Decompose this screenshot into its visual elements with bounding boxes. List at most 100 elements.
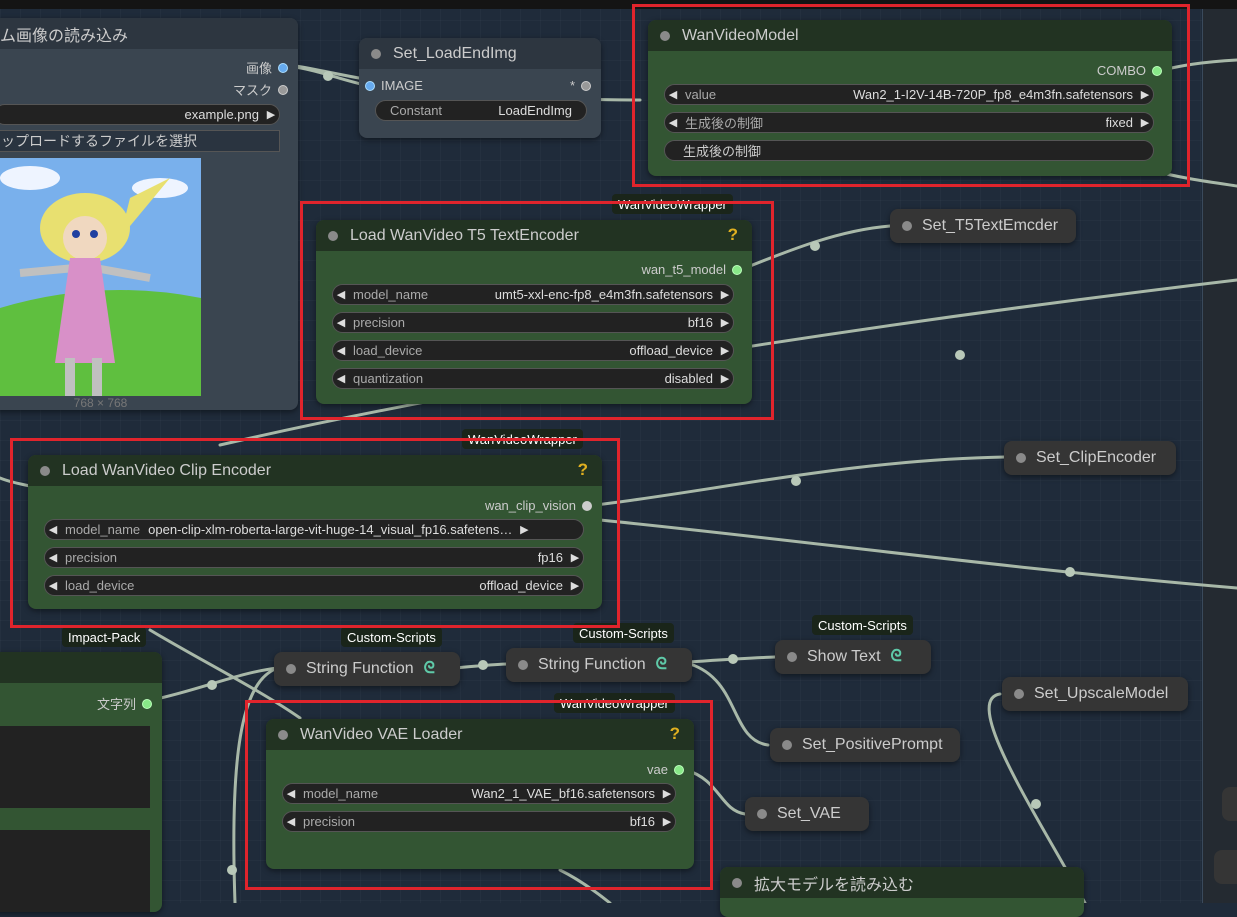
- value-combo[interactable]: ◀ value Wan2_1-I2V-14B-720P_fp8_e4m3fn.s…: [664, 84, 1154, 105]
- chevron-left-icon[interactable]: ◀: [336, 373, 346, 385]
- text-area[interactable]: [0, 830, 150, 912]
- output-vae[interactable]: vae: [647, 762, 684, 777]
- chevron-right-icon[interactable]: ▶: [720, 317, 730, 329]
- chevron-right-icon[interactable]: ▶: [266, 109, 276, 121]
- collapse-dot-icon[interactable]: [660, 30, 670, 41]
- collapse-dot-icon[interactable]: [782, 740, 792, 750]
- chevron-left-icon[interactable]: ◀: [668, 89, 678, 101]
- collapse-dot-icon[interactable]: [40, 465, 50, 476]
- model-name-combo[interactable]: ◀ model_name Wan2_1_VAE_bf16.safetensors…: [282, 783, 676, 804]
- output-port[interactable]: [278, 62, 288, 73]
- upscale-model-loader-node[interactable]: 拡大モデルを読み込む: [720, 867, 1084, 917]
- chevron-right-icon[interactable]: ▶: [720, 373, 730, 385]
- model-name-combo[interactable]: ◀ model_name umt5-xxl-enc-fp8_e4m3fn.saf…: [332, 284, 734, 305]
- chevron-left-icon[interactable]: ◀: [668, 117, 678, 129]
- help-icon[interactable]: ?: [577, 460, 588, 479]
- collapse-dot-icon[interactable]: [757, 809, 767, 819]
- help-icon[interactable]: ?: [669, 724, 680, 743]
- control-after-generate-button[interactable]: 生成後の制御: [664, 140, 1154, 161]
- chevron-right-icon[interactable]: ▶: [570, 552, 580, 564]
- output-string[interactable]: 文字列: [97, 694, 152, 713]
- node-header[interactable]: WanVideo VAE Loader ?: [266, 719, 694, 750]
- image-file-combo[interactable]: example.png ▶: [0, 104, 280, 125]
- output-port[interactable]: [674, 764, 684, 775]
- control-after-generate-combo[interactable]: ◀ 生成後の制御 fixed ▶: [664, 112, 1154, 133]
- output-port[interactable]: [278, 84, 288, 95]
- collapse-dot-icon[interactable]: [371, 48, 381, 59]
- quantization-combo[interactable]: ◀ quantization disabled ▶: [332, 368, 734, 389]
- chevron-right-icon[interactable]: ▶: [720, 345, 730, 357]
- output-port[interactable]: [142, 698, 152, 709]
- node-header[interactable]: [0, 652, 162, 683]
- show-text-node[interactable]: Show Text ᘓ: [775, 640, 931, 674]
- partial-node-edge[interactable]: [1214, 850, 1237, 884]
- chevron-right-icon[interactable]: ▶: [570, 580, 580, 592]
- model-name-combo[interactable]: ◀ model_name open-clip-xlm-roberta-large…: [44, 519, 584, 540]
- collapse-dot-icon[interactable]: [732, 877, 742, 888]
- input-image[interactable]: IMAGE: [365, 78, 423, 93]
- set-vae-node[interactable]: Set_VAE: [745, 797, 869, 831]
- constant-field[interactable]: Constant LoadEndImg: [375, 100, 587, 121]
- chevron-right-icon[interactable]: ▶: [520, 524, 529, 536]
- precision-combo[interactable]: ◀ precision bf16 ▶: [332, 312, 734, 333]
- input-port[interactable]: [365, 80, 375, 91]
- chevron-left-icon[interactable]: ◀: [286, 816, 296, 828]
- chevron-left-icon[interactable]: ◀: [336, 345, 346, 357]
- text-area[interactable]: [0, 726, 150, 808]
- node-header[interactable]: Load WanVideo Clip Encoder ?: [28, 455, 602, 486]
- output-wan-clip-vision[interactable]: wan_clip_vision: [485, 498, 592, 513]
- chevron-left-icon[interactable]: ◀: [336, 289, 346, 301]
- set-upscalemodel-node[interactable]: Set_UpscaleModel: [1002, 677, 1188, 711]
- collapse-dot-icon[interactable]: [1014, 689, 1024, 699]
- load-device-combo[interactable]: ◀ load_device offload_device ▶: [332, 340, 734, 361]
- load-device-combo[interactable]: ◀ load_device offload_device ▶: [44, 575, 584, 596]
- chevron-left-icon[interactable]: ◀: [48, 580, 58, 592]
- load-image-node[interactable]: ム画像の読み込み 画像 マスク example.png ▶ ップロードするファイ…: [0, 18, 298, 410]
- chevron-right-icon[interactable]: ▶: [1140, 117, 1150, 129]
- output-combo[interactable]: COMBO: [1097, 63, 1162, 78]
- output-port[interactable]: [581, 80, 591, 91]
- string-function-node-2[interactable]: String Function ᘓ: [506, 648, 692, 682]
- output-star[interactable]: *: [570, 78, 591, 93]
- chevron-left-icon[interactable]: ◀: [286, 788, 296, 800]
- precision-combo[interactable]: ◀ precision fp16 ▶: [44, 547, 584, 568]
- output-port[interactable]: [582, 500, 592, 511]
- chevron-right-icon[interactable]: ▶: [1140, 89, 1150, 101]
- node-header[interactable]: Set_LoadEndImg: [359, 38, 601, 69]
- node-header[interactable]: Load WanVideo T5 TextEncoder ?: [316, 220, 752, 251]
- vae-loader-node[interactable]: WanVideo VAE Loader ? vae ◀ model_name W…: [266, 719, 694, 869]
- partial-node-edge[interactable]: [1222, 787, 1237, 821]
- string-function-node-1[interactable]: String Function ᘓ: [274, 652, 460, 686]
- collapse-dot-icon[interactable]: [787, 652, 797, 662]
- chevron-right-icon[interactable]: ▶: [662, 788, 672, 800]
- set-positiveprompt-node[interactable]: Set_PositivePrompt: [770, 728, 960, 762]
- set-t5textemcder-node[interactable]: Set_T5TextEmcder: [890, 209, 1076, 243]
- impact-pack-node[interactable]: 文字列: [0, 652, 162, 912]
- collapse-dot-icon[interactable]: [518, 660, 528, 670]
- collapse-dot-icon[interactable]: [278, 729, 288, 740]
- node-header[interactable]: ム画像の読み込み: [0, 18, 298, 49]
- clip-encoder-node[interactable]: Load WanVideo Clip Encoder ? wan_clip_vi…: [28, 455, 602, 609]
- node-header[interactable]: WanVideoModel: [648, 20, 1172, 51]
- chevron-left-icon[interactable]: ◀: [336, 317, 346, 329]
- wanvideomodel-node[interactable]: WanVideoModel COMBO ◀ value Wan2_1-I2V-1…: [648, 20, 1172, 176]
- output-wan-t5-model[interactable]: wan_t5_model: [641, 262, 742, 277]
- chevron-right-icon[interactable]: ▶: [662, 816, 672, 828]
- upload-button[interactable]: ップロードするファイルを選択: [0, 130, 280, 152]
- set-loadendimg-node[interactable]: Set_LoadEndImg IMAGE * Constant LoadEndI…: [359, 38, 601, 138]
- output-image[interactable]: 画像: [246, 58, 288, 77]
- chevron-left-icon[interactable]: ◀: [48, 524, 58, 536]
- output-port[interactable]: [732, 264, 742, 275]
- collapse-dot-icon[interactable]: [328, 230, 338, 241]
- help-icon[interactable]: ?: [727, 225, 738, 244]
- collapse-dot-icon[interactable]: [1016, 453, 1026, 463]
- collapse-dot-icon[interactable]: [286, 664, 296, 674]
- set-clipencoder-node[interactable]: Set_ClipEncoder: [1004, 441, 1176, 475]
- output-mask[interactable]: マスク: [233, 80, 288, 99]
- precision-combo[interactable]: ◀ precision bf16 ▶: [282, 811, 676, 832]
- chevron-left-icon[interactable]: ◀: [48, 552, 58, 564]
- collapse-dot-icon[interactable]: [902, 221, 912, 231]
- chevron-right-icon[interactable]: ▶: [720, 289, 730, 301]
- t5-textencoder-node[interactable]: Load WanVideo T5 TextEncoder ? wan_t5_mo…: [316, 220, 752, 404]
- output-port[interactable]: [1152, 65, 1162, 76]
